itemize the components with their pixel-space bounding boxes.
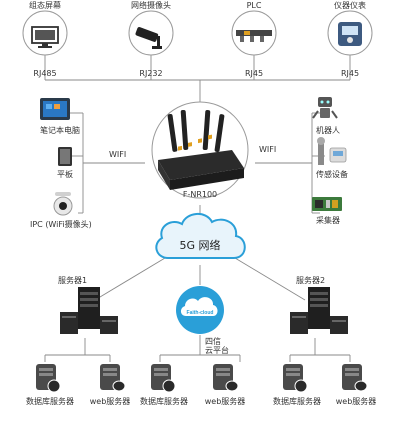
monitor-icon	[31, 26, 59, 48]
sensor-icon	[317, 137, 347, 165]
web-server-icon	[342, 364, 368, 392]
faith-cloud-logo-text: Faith-cloud	[187, 310, 214, 316]
right-device-2-name: 传感设备	[316, 170, 348, 179]
server-1	[60, 287, 118, 334]
security-camera-icon	[135, 27, 162, 49]
left-device-2-name: 平板	[57, 170, 73, 179]
left-device-3-name: IPC (WiFi摄像头)	[30, 220, 92, 229]
tablet-icon	[58, 147, 72, 166]
top-device-2	[128, 10, 174, 56]
sub-server-label-5: 数据库服务器	[273, 397, 321, 406]
plc-icon	[236, 30, 272, 42]
right-device-3-name: 采集器	[316, 216, 340, 225]
top-device-1-port: RJ485	[33, 69, 57, 78]
wifi-camera-icon	[53, 192, 73, 216]
top-device-3-port: RJ45	[244, 69, 264, 78]
router-icon	[151, 101, 249, 199]
server-1-name: 服务器1	[58, 276, 88, 285]
network-label: 5G 网络	[179, 239, 221, 252]
database-server-icon	[151, 364, 176, 393]
left-device-1-name: 笔记本电脑	[40, 126, 80, 135]
sub-server-label-3: 数据库服务器	[140, 397, 188, 406]
sub-server-label-6: web服务器	[335, 397, 377, 406]
top-device-2-port: RJ232	[139, 69, 163, 78]
connection-lines	[44, 55, 351, 362]
top-device-2-name: 网络摄像头	[131, 1, 171, 10]
router-model: F-NR100	[182, 190, 218, 199]
server-rack-icon	[60, 287, 118, 334]
web-server-icon	[100, 364, 126, 392]
sub-server-label-2: web服务器	[89, 397, 131, 406]
sub-server-icons	[36, 364, 368, 393]
collector-icon	[312, 197, 342, 211]
cloud-platform-label-1: 四信	[205, 337, 221, 346]
wifi-label-right: WIFI	[259, 145, 277, 154]
server-2-name: 服务器2	[296, 276, 326, 285]
database-server-icon	[283, 364, 308, 393]
sub-server-label-4: web服务器	[204, 397, 246, 406]
server-rack-icon	[290, 287, 348, 334]
top-device-1-name: 组态屏幕	[29, 1, 61, 10]
database-server-icon	[36, 364, 61, 393]
top-device-4-name: 仪器仪表	[334, 1, 366, 10]
top-device-3-name: PLC	[246, 1, 262, 10]
sub-server-label-1: 数据库服务器	[26, 397, 74, 406]
cloud-platform-label-2: 云平台	[205, 346, 229, 355]
laptop-icon	[40, 98, 70, 120]
robot-icon	[312, 97, 338, 119]
cloud-icon	[155, 213, 246, 259]
faith-cloud-icon: Faith-cloud	[176, 286, 224, 334]
top-device-1	[22, 10, 68, 56]
top-device-4-port: RJ45	[340, 69, 360, 78]
web-server-icon	[213, 364, 239, 392]
top-device-4	[327, 10, 373, 56]
right-device-1-name: 机器人	[316, 126, 340, 135]
top-device-3	[231, 10, 277, 56]
server-2	[290, 287, 348, 334]
instrument-meter-icon	[338, 22, 362, 46]
wifi-label-left: WIFI	[109, 150, 127, 159]
